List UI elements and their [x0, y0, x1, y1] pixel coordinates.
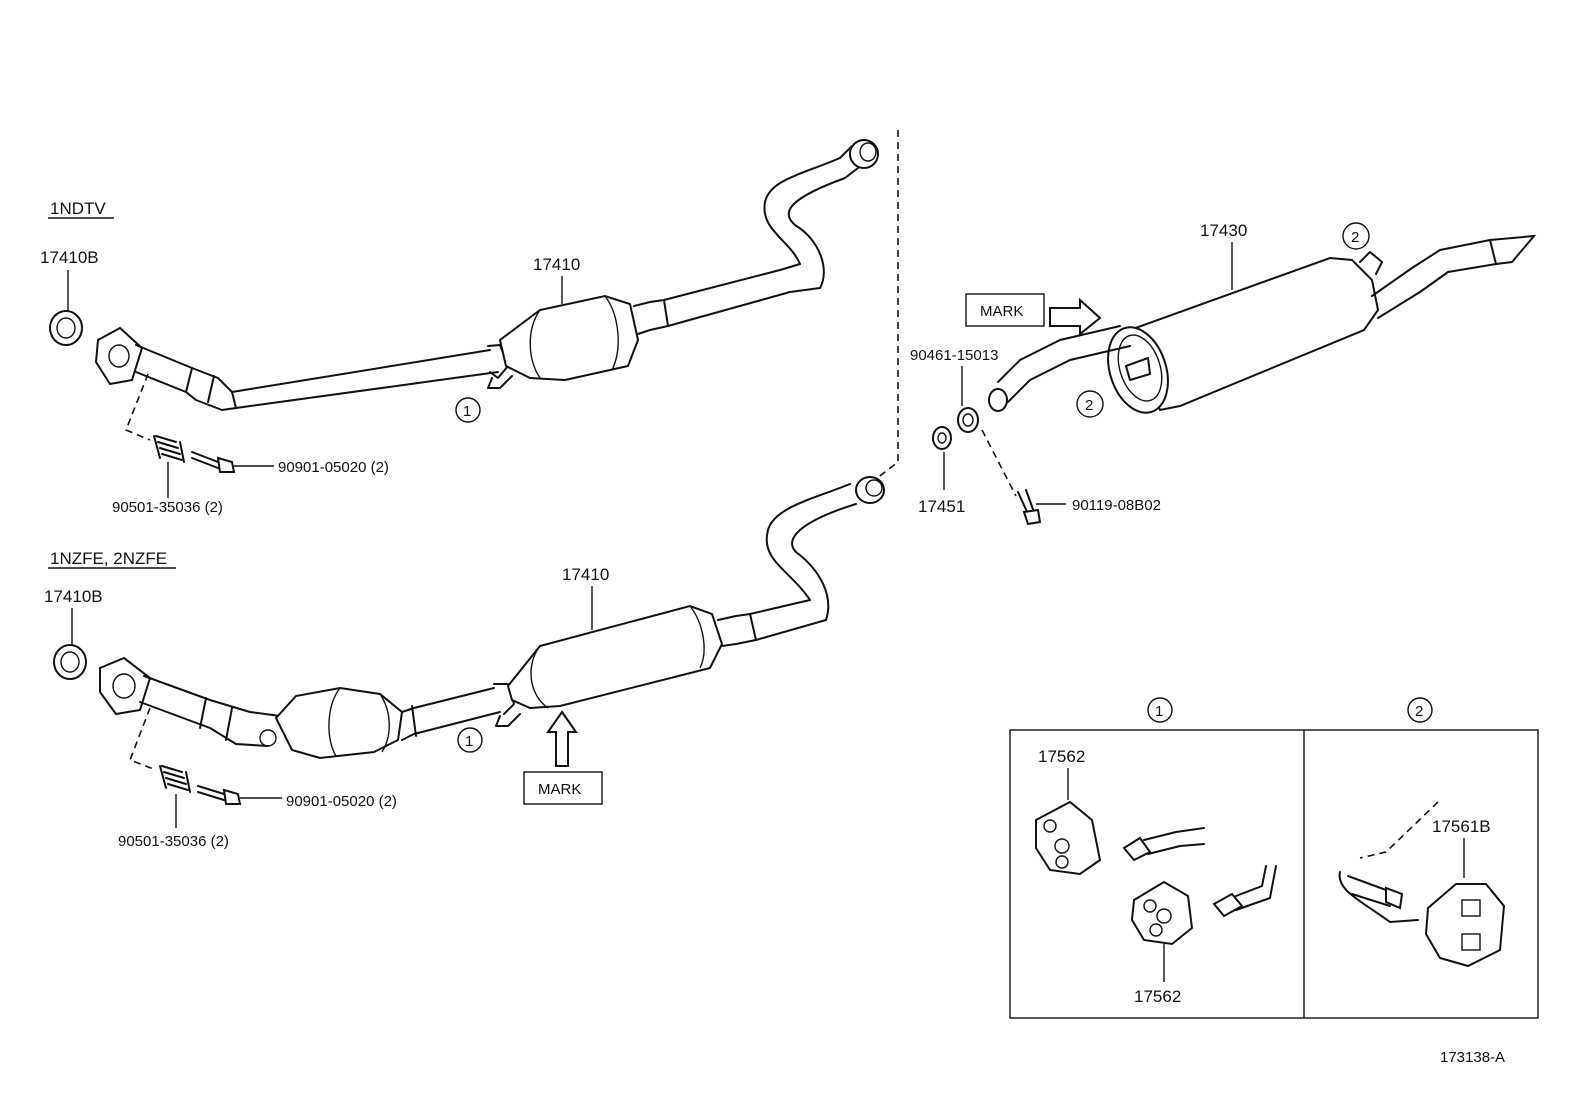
mark-arrow-bottom [546, 710, 578, 767]
variant-label-bottom: 1NZFE, 2NZFE [50, 549, 167, 568]
svg-text:MARK: MARK [538, 781, 581, 798]
svg-text:1: 1 [465, 733, 473, 750]
hanger-rod-1a [1122, 827, 1205, 862]
gasket-bottom [53, 644, 87, 680]
part-label-spring-top: 90501-35036 (2) [112, 499, 223, 516]
detail-marker-1: 1 [1147, 697, 1173, 723]
front-pipe-top [94, 139, 879, 411]
part-label-muffler: 17430 [1200, 221, 1247, 240]
part-label-pipe-bottom: 17410 [562, 565, 609, 584]
rubber-hanger-1a [1035, 800, 1102, 876]
svg-text:2: 2 [1351, 229, 1359, 246]
hanger-rod-2 [1338, 871, 1419, 923]
part-label-bolt-top: 90901-05020 (2) [278, 459, 389, 476]
bolt-tail [1017, 489, 1042, 526]
part-label-gasket-top: 17410B [40, 248, 99, 267]
part-label-bolt-bottom: 90901-05020 (2) [286, 793, 397, 810]
part-label-hanger-1b: 17562 [1134, 987, 1181, 1006]
front-pipe-bottom [99, 476, 885, 760]
gasket-top [49, 310, 83, 346]
part-label-pipe-top: 17410 [533, 255, 580, 274]
part-label-hanger-2: 17561B [1432, 817, 1491, 836]
hanger-rod-1b [1212, 865, 1277, 918]
part-label-bolt-tail: 90119-08B02 [1072, 497, 1161, 514]
mark-box-top: MARK [965, 293, 1045, 327]
marker-1-top: 1 [455, 397, 481, 423]
part-label-hanger-1a: 17562 [1038, 747, 1085, 766]
svg-text:MARK: MARK [980, 303, 1023, 320]
spring-top [153, 435, 185, 463]
variant-label-top: 1NDTV [50, 199, 106, 218]
svg-text:2: 2 [1415, 703, 1423, 720]
part-label-gasket-bottom: 17410B [44, 587, 103, 606]
detail-box [1009, 729, 1539, 1019]
part-label-spring-bottom: 90501-35036 (2) [118, 833, 229, 850]
marker-1-bottom: 1 [457, 727, 483, 753]
detail-marker-2: 2 [1407, 697, 1433, 723]
svg-text:1: 1 [463, 403, 471, 420]
mark-box-bottom: MARK [523, 771, 603, 805]
mark-arrow-top [1049, 297, 1102, 337]
marker-2-muffler-top: 2 [1342, 222, 1370, 250]
bolt-top [191, 451, 236, 473]
diagram-code: 173138-A [1440, 1049, 1505, 1066]
muffler-assembly [988, 234, 1537, 414]
rubber-hanger-2 [1424, 883, 1506, 968]
nut-part [957, 407, 979, 433]
spring-bottom [159, 765, 191, 793]
marker-2-muffler-front: 2 [1076, 390, 1104, 418]
rubber-hanger-1b [1130, 880, 1194, 946]
part-label-ring-gasket: 17451 [918, 497, 965, 516]
bolt-bottom [197, 785, 242, 805]
svg-text:1: 1 [1155, 703, 1163, 720]
part-label-nut: 90461-15013 [910, 347, 998, 364]
svg-text:2: 2 [1085, 397, 1093, 414]
ring-gasket [932, 426, 952, 450]
